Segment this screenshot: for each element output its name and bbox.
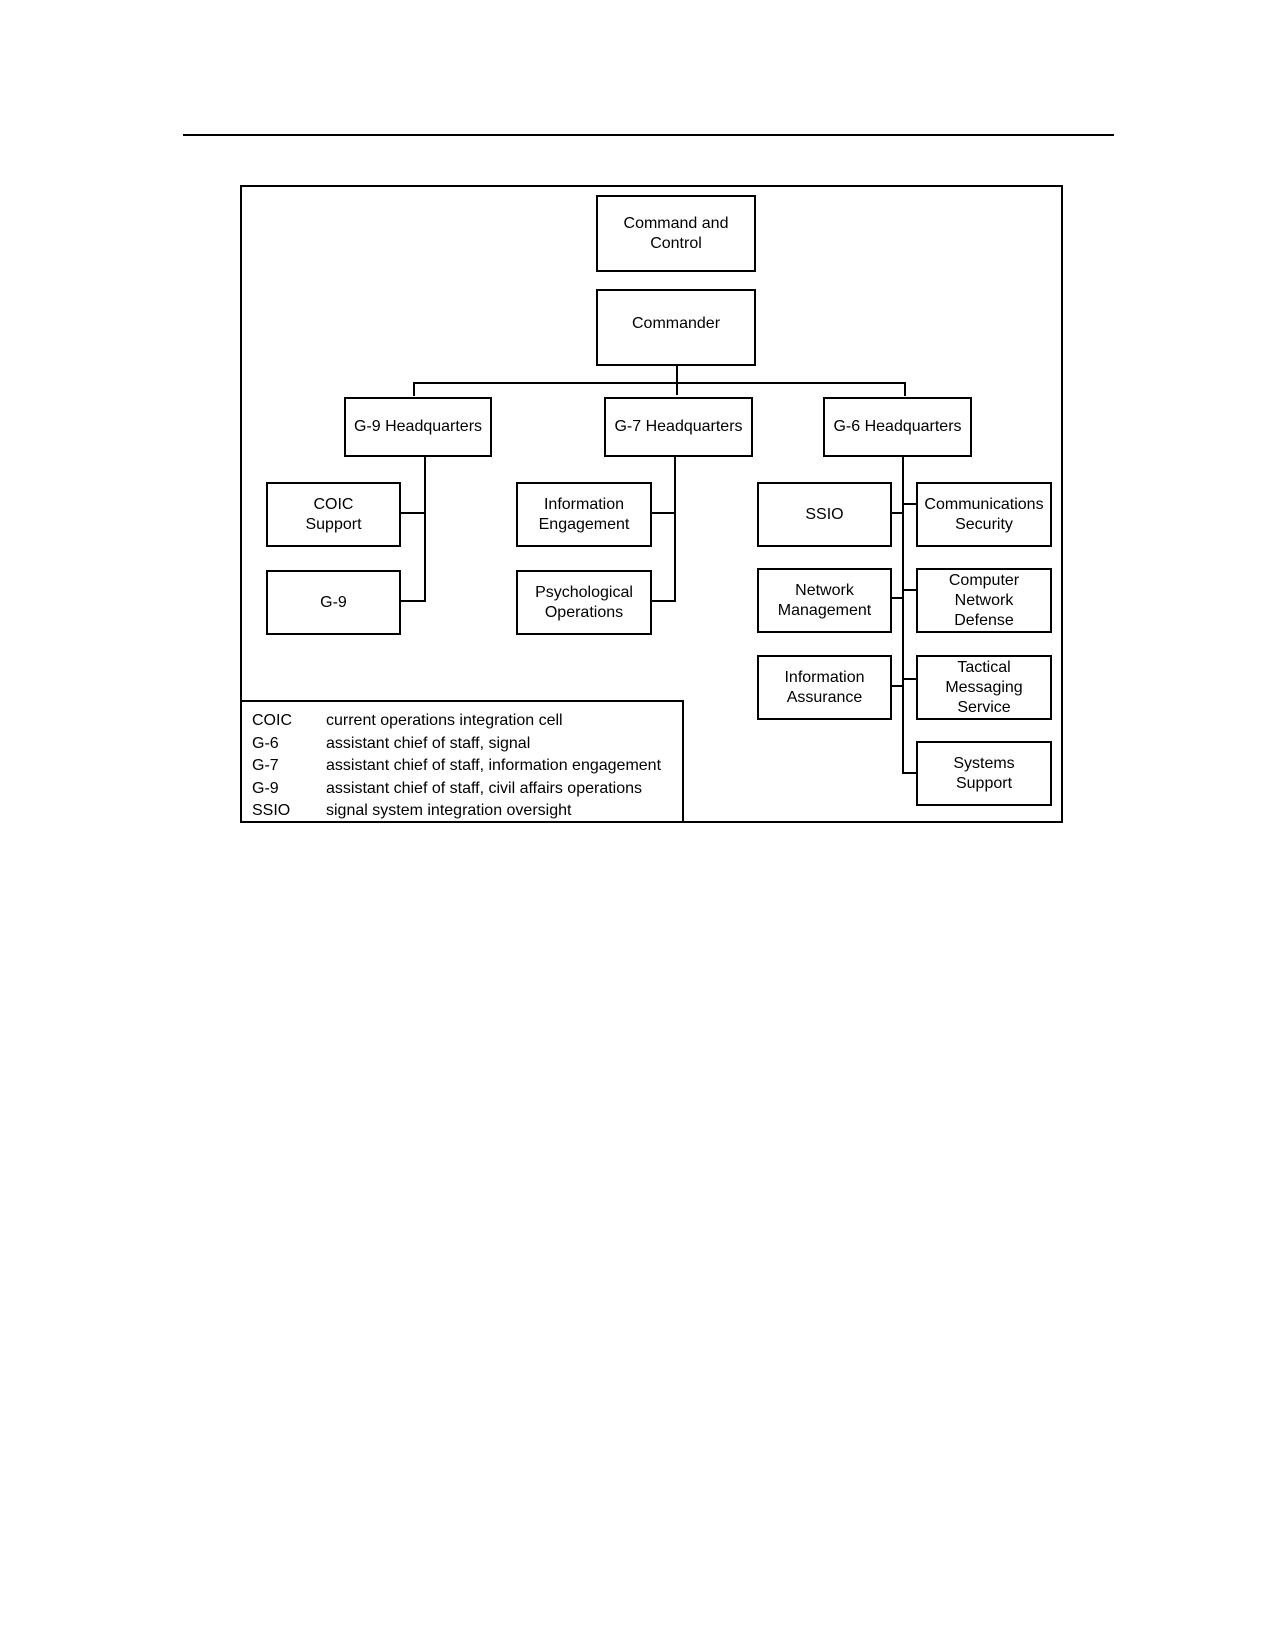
legend-abbreviation: G-7: [252, 757, 279, 774]
g6-headquarters-box: G-6 Headquarters: [823, 397, 972, 457]
legend-abbreviation: G-6: [252, 734, 279, 752]
legend-row: COIC current operations integration cell: [252, 710, 682, 733]
connector-commander-down: [676, 364, 678, 395]
connector-g7-branch: [674, 455, 676, 602]
connector-computer-network-defense: [902, 589, 917, 591]
connector-tactical-messaging-service: [902, 678, 917, 680]
tactical-messaging-service-box: Tactical Messaging Service: [916, 655, 1052, 720]
legend-definition: signal system integration oversight: [326, 802, 572, 819]
header-rule: [183, 134, 1114, 136]
information-assurance-box: Information Assurance: [757, 655, 892, 720]
connector-psychological-operations: [649, 600, 676, 602]
legend-row: G-6 assistant chief of staff, signal: [252, 733, 682, 756]
connector-g6-branch: [902, 455, 904, 774]
legend-row: G-9 assistant chief of staff, civil affa…: [252, 778, 682, 801]
legend-definition: assistant chief of staff, signal: [326, 734, 531, 752]
network-management-box: Network Management: [757, 568, 892, 633]
psychological-operations-box: Psychological Operations: [516, 570, 652, 635]
connector-information-assurance: [889, 685, 904, 687]
computer-network-defense-box: Computer Network Defense: [916, 568, 1052, 633]
communications-security-box: Communications Security: [916, 482, 1052, 547]
connector-communications-security: [902, 503, 917, 505]
ssio-box: SSIO: [757, 482, 892, 547]
connector-g9: [398, 600, 426, 602]
connector-hq-bar: [413, 382, 906, 384]
connector-g9-branch: [424, 455, 426, 602]
legend-definition: assistant chief of staff, information en…: [326, 757, 662, 774]
connector-coic-support: [398, 512, 426, 514]
coic-support-box: COIC Support: [266, 482, 401, 547]
legend-abbreviation: SSIO: [252, 802, 291, 819]
information-engagement-box: Information Engagement: [516, 482, 652, 547]
connector-ssio: [889, 512, 904, 514]
connector-g6-hq-drop: [904, 382, 906, 396]
g7-headquarters-box: G-7 Headquarters: [604, 397, 753, 457]
legend-abbreviation: COIC: [252, 712, 292, 729]
command-and-control-box: Command and Control: [596, 195, 756, 272]
connector-systems-support: [902, 772, 917, 774]
connector-information-engagement: [649, 512, 676, 514]
legend-row: SSIO signal system integration oversight: [252, 800, 682, 823]
g9-box: G-9: [266, 570, 401, 635]
commander-box: Commander: [596, 289, 756, 366]
connector-network-management: [889, 597, 904, 599]
g9-headquarters-box: G-9 Headquarters: [344, 397, 492, 457]
legend-abbreviation: G-9: [252, 779, 279, 797]
legend-definition: current operations integration cell: [326, 712, 563, 729]
legend-definition: assistant chief of staff, civil affairs …: [326, 779, 643, 797]
abbreviation-legend: COIC current operations integration cell…: [240, 700, 684, 823]
systems-support-box: Systems Support: [916, 741, 1052, 806]
connector-g9-hq-drop: [413, 382, 415, 396]
legend-row: G-7 assistant chief of staff, informatio…: [252, 755, 682, 778]
